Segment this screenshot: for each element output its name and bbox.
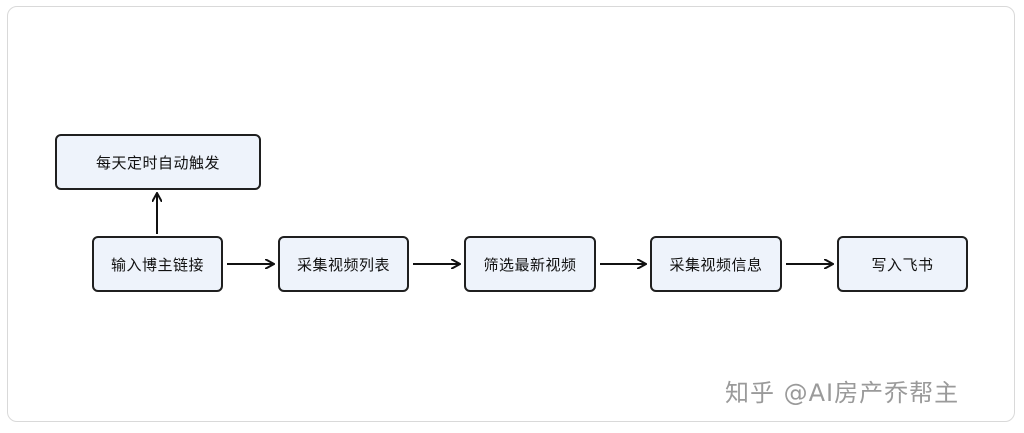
node-label: 采集视频列表 <box>296 255 390 274</box>
node-label: 每天定时自动触发 <box>95 153 220 172</box>
node-input-blogger-link: 输入博主链接 <box>92 236 223 292</box>
node-collect-video-list: 采集视频列表 <box>278 236 409 292</box>
node-filter-latest-videos: 筛选最新视频 <box>464 236 596 292</box>
node-daily-trigger: 每天定时自动触发 <box>55 134 261 190</box>
diagram-frame <box>7 6 1015 422</box>
watermark: 知乎 @AI房产乔帮主 <box>725 379 960 407</box>
node-label: 筛选最新视频 <box>483 255 577 274</box>
node-label: 输入博主链接 <box>110 255 204 274</box>
node-write-to-feishu: 写入飞书 <box>837 236 968 292</box>
node-label: 采集视频信息 <box>669 255 763 274</box>
node-collect-video-info: 采集视频信息 <box>650 236 782 292</box>
node-label: 写入飞书 <box>871 255 934 274</box>
